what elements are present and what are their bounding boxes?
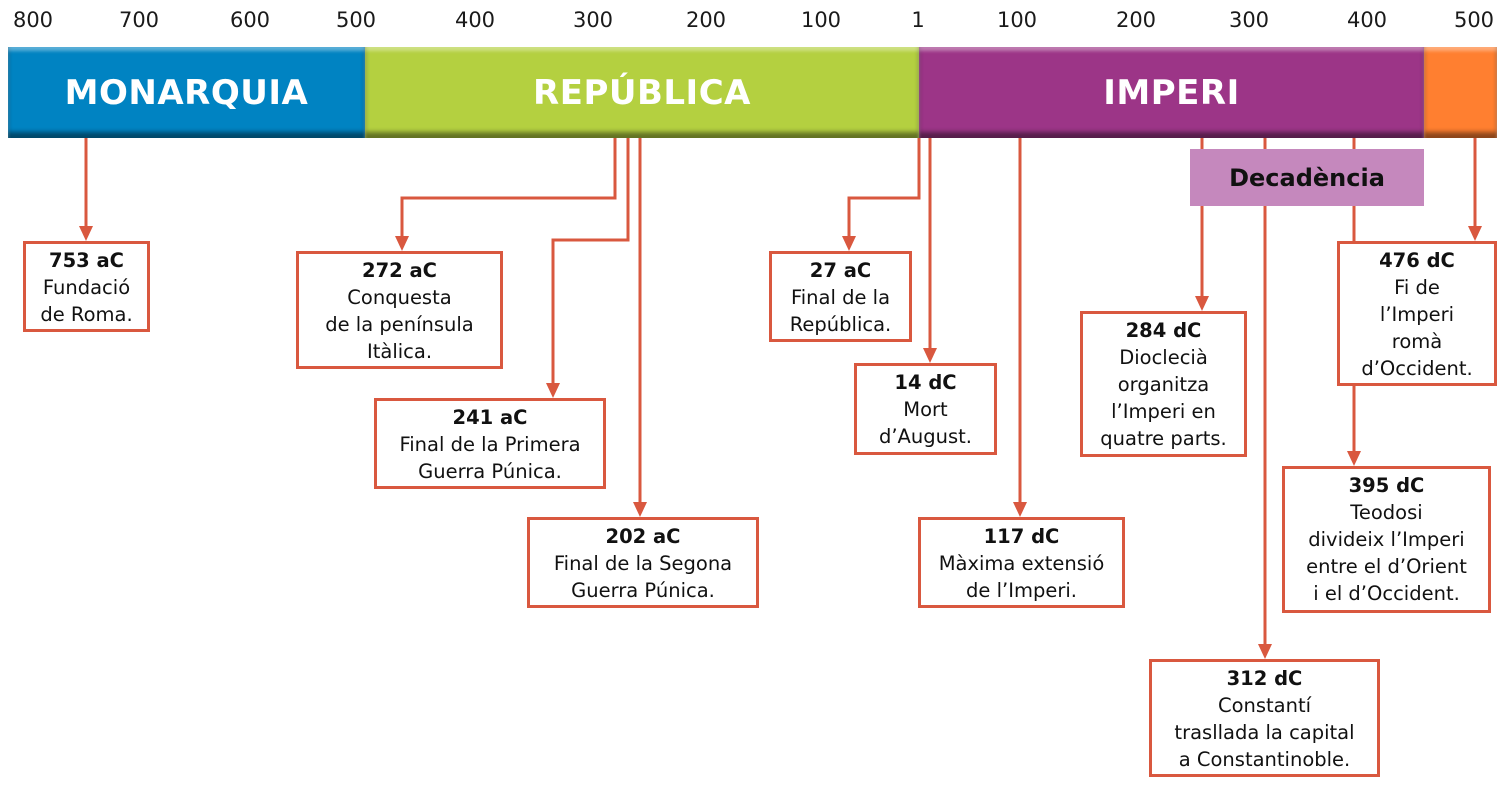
- scale-tick: 300: [1228, 8, 1270, 32]
- event-year: 284 dC: [1125, 319, 1202, 342]
- arrowhead: [1258, 644, 1272, 659]
- event-text: Fi de l’Imperi romà d’Occident.: [1361, 276, 1473, 380]
- scale-tick: 200: [685, 8, 727, 32]
- decadencia-label: Decadència: [1190, 149, 1424, 206]
- arrowhead: [79, 226, 93, 241]
- scale-tick: 200: [1115, 8, 1157, 32]
- event-box: 395 dC Teodosi divideix l’Imperi entre e…: [1282, 466, 1491, 613]
- arrow-272: [400, 138, 617, 238]
- event-box: 117 dC Màxima extensió de l’Imperi.: [918, 517, 1125, 608]
- event-box: 272 aC Conquesta de la península Itàlica…: [296, 251, 503, 369]
- arrowhead: [546, 383, 560, 398]
- arrowhead: [1468, 226, 1482, 241]
- era-late: [1424, 47, 1497, 138]
- scale-tick: 400: [454, 8, 496, 32]
- event-year: 14 dC: [894, 371, 957, 394]
- era-republica: REPÚBLICA: [365, 47, 919, 138]
- scale-tick: 100: [800, 8, 842, 32]
- event-box: 312 dC Constantí trasllada la capital a …: [1149, 659, 1380, 777]
- event-box: 284 dC Dioclecià organitza l’Imperi en q…: [1080, 311, 1247, 457]
- arrowhead: [923, 348, 937, 363]
- event-text: Teodosi divideix l’Imperi entre el d’Ori…: [1306, 501, 1467, 605]
- arrowhead: [1195, 296, 1209, 311]
- event-year: 753 aC: [49, 249, 124, 272]
- event-box: 14 dC Mort d’August.: [854, 363, 997, 455]
- scale-tick: 400: [1346, 8, 1388, 32]
- event-year: 272 aC: [362, 259, 437, 282]
- arrowhead: [1013, 502, 1027, 517]
- scale-tick: 700: [118, 8, 160, 32]
- event-text: Final de la República.: [789, 286, 892, 336]
- event-year: 202 aC: [605, 525, 681, 548]
- scale-tick: 600: [229, 8, 271, 32]
- era-monarquia: MONARQUIA: [8, 47, 365, 138]
- event-box: 476 dC Fi de l’Imperi romà d’Occident.: [1337, 241, 1497, 386]
- event-text: Conquesta de la península Itàlica.: [325, 286, 474, 363]
- event-text: Mort d’August.: [878, 398, 972, 448]
- event-text: Fundació de Roma.: [40, 276, 133, 326]
- arrowhead: [395, 236, 409, 251]
- scale-tick: 800: [12, 8, 54, 32]
- event-box: 202 aC Final de la Segona Guerra Púnica.: [527, 517, 759, 608]
- event-year: 27 aC: [809, 259, 872, 282]
- event-text: Màxima extensió de l’Imperi.: [938, 552, 1105, 602]
- scale-tick: 500: [1453, 8, 1495, 32]
- event-text: Constantí trasllada la capital a Constan…: [1174, 694, 1355, 771]
- event-year: 117 dC: [983, 525, 1060, 548]
- event-year: 241 aC: [452, 406, 528, 429]
- arrowhead: [633, 502, 647, 517]
- scale-tick: 500: [335, 8, 377, 32]
- event-year: 312 dC: [1226, 667, 1303, 690]
- scale-tick: 100: [996, 8, 1038, 32]
- event-box: 27 aC Final de la República.: [769, 251, 912, 342]
- event-year: 395 dC: [1348, 474, 1425, 497]
- scale-tick: 1: [911, 8, 925, 32]
- arrowhead: [842, 236, 856, 251]
- arrow-27: [847, 138, 921, 238]
- event-text: Final de la Segona Guerra Púnica.: [553, 552, 733, 602]
- event-box: 753 aC Fundació de Roma.: [23, 241, 150, 332]
- event-text: Dioclecià organitza l’Imperi en quatre p…: [1100, 346, 1227, 450]
- era-imperi: IMPERI: [919, 47, 1424, 138]
- scale-tick: 300: [572, 8, 614, 32]
- arrowhead: [1347, 451, 1361, 466]
- event-text: Final de la Primera Guerra Púnica.: [399, 433, 581, 483]
- event-year: 476 dC: [1379, 249, 1455, 272]
- arrow-241: [551, 138, 630, 385]
- event-box: 241 aC Final de la Primera Guerra Púnica…: [374, 398, 606, 489]
